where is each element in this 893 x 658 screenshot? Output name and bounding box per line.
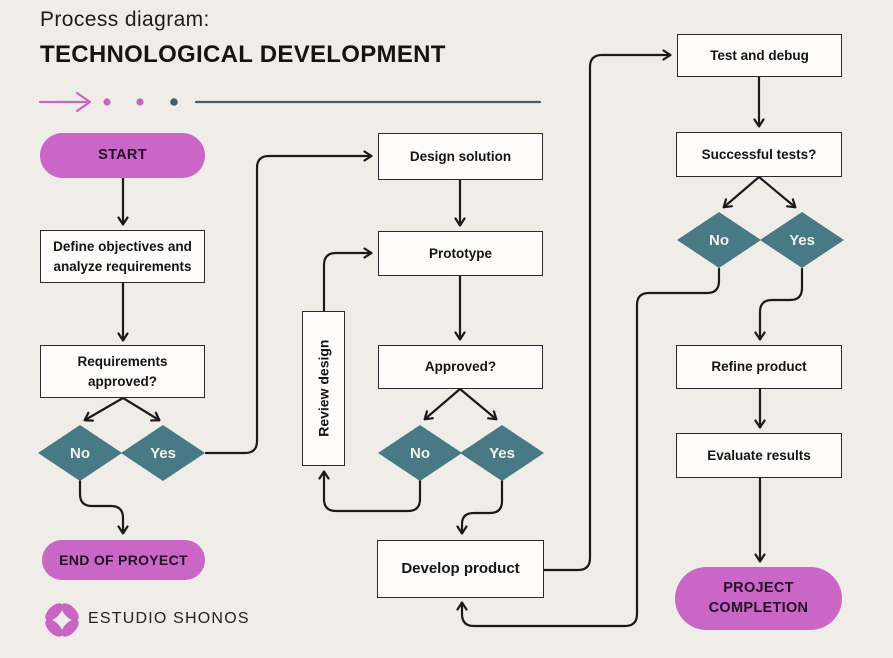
edge-no-develop xyxy=(456,267,721,628)
node-project-completion: PROJECT COMPLETION xyxy=(675,567,842,630)
node-define-objectives: Define objectives and analyze requiremen… xyxy=(40,230,205,283)
node-test-and-debug: Test and debug xyxy=(677,34,842,77)
edge-requirements-no xyxy=(83,396,125,422)
node-review-design: Review design xyxy=(302,311,345,466)
pink-dot xyxy=(103,98,111,106)
teal-dot xyxy=(170,98,178,106)
node-successful-tests: Successful tests? xyxy=(676,132,842,177)
edge-no-review xyxy=(318,470,422,513)
edge-yes-design xyxy=(204,150,373,455)
edge-success-yes xyxy=(757,175,797,209)
pink-dot xyxy=(136,98,144,106)
edge-success-no xyxy=(722,175,761,209)
node-prototype: Prototype xyxy=(378,231,543,276)
review-design-label: Review design xyxy=(315,339,332,438)
node-end-of-proyect: END OF PROYECT xyxy=(42,540,205,580)
edge-yes-develop xyxy=(456,479,504,535)
node-requirements-approved: Requirements approved? xyxy=(40,345,205,398)
edge-requirements-yes xyxy=(121,396,161,422)
node-refine-product: Refine product xyxy=(676,345,842,389)
node-start: START xyxy=(40,133,205,178)
page-title: TECHNOLOGICAL DEVELOPMENT xyxy=(40,41,446,68)
header-decoration xyxy=(38,91,542,113)
edge-no-end xyxy=(78,479,129,535)
flower-petals-icon xyxy=(45,603,79,637)
edge-review-prototype xyxy=(322,247,373,313)
edge-develop-test xyxy=(542,49,672,572)
node-approved: Approved? xyxy=(378,345,543,389)
node-design-solution: Design solution xyxy=(378,133,543,180)
edge-yes-refine xyxy=(754,267,804,341)
brand-name: ESTUDIO SHONOS xyxy=(88,610,250,627)
node-evaluate-results: Evaluate results xyxy=(676,433,842,478)
diagram-kicker: Process diagram: xyxy=(40,8,210,31)
pink-arrow-icon xyxy=(38,91,92,113)
edge-approved-yes xyxy=(458,387,498,421)
edge-approved-no xyxy=(423,387,462,421)
node-develop-product: Develop product xyxy=(377,540,544,598)
